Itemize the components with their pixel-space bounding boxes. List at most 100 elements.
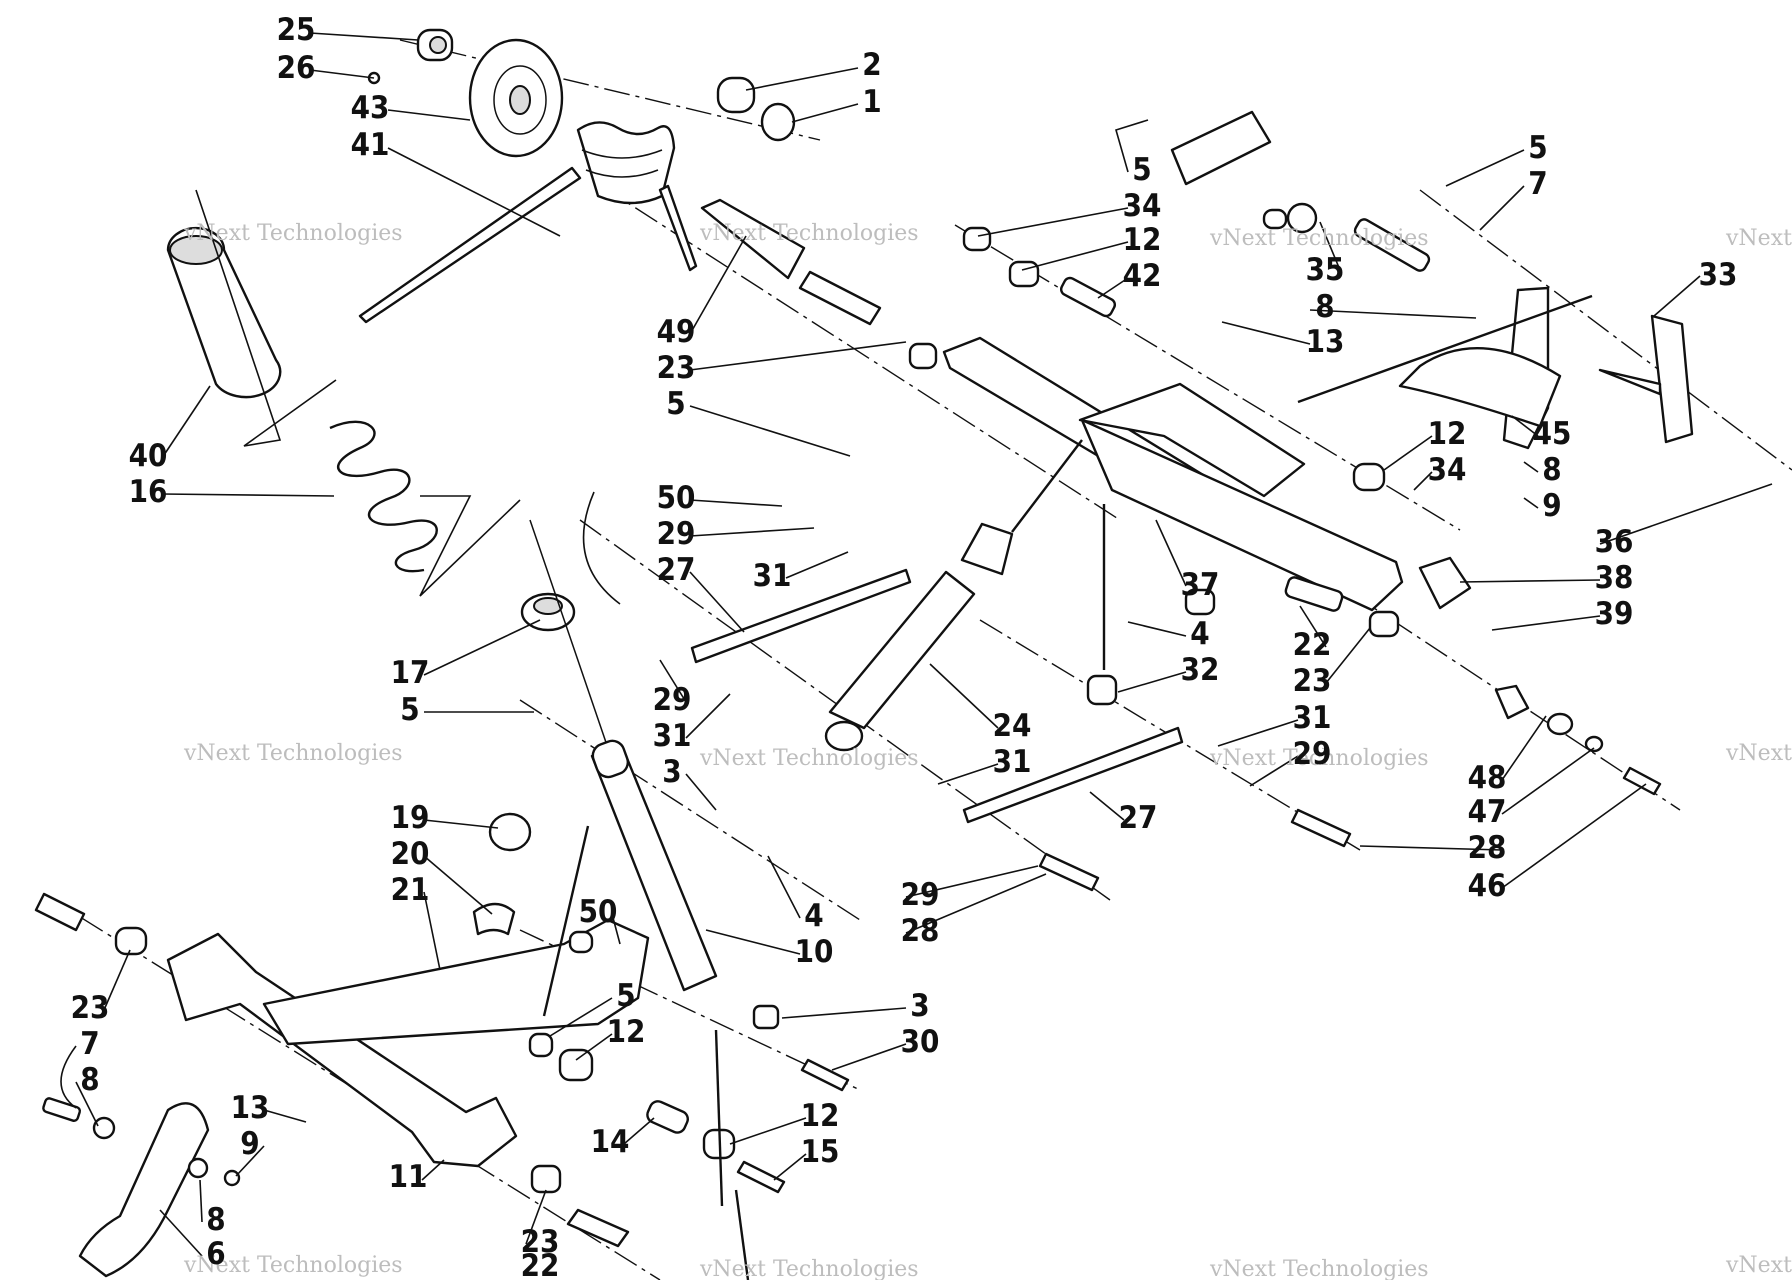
watermark-text: vNext Technologies	[1209, 746, 1429, 771]
callout-c46: 46	[1468, 868, 1507, 904]
callout-c41: 41	[351, 127, 390, 163]
spring-16	[329, 420, 438, 573]
tube-23	[114, 926, 148, 956]
callout-c3b: 3	[910, 988, 929, 1024]
callout-c28a: 28	[1468, 830, 1507, 866]
callout-c10: 10	[795, 934, 834, 970]
clip-20	[472, 902, 516, 936]
bolt-28a	[1290, 808, 1352, 848]
callout-c48: 48	[1468, 760, 1507, 796]
callout-c23a: 23	[657, 350, 696, 386]
watermark-text: vNext Technologies	[699, 1257, 919, 1280]
snap-ring-1	[760, 102, 796, 142]
sleeve-14	[646, 1100, 689, 1134]
watermarks: vNext Technologies vNext Technologies vN…	[183, 221, 1792, 1280]
callout-c43: 43	[351, 90, 390, 126]
bolt-30	[800, 1058, 850, 1092]
link-6	[78, 1102, 210, 1278]
callout-c17: 17	[391, 655, 430, 691]
bolt-28b	[1038, 852, 1100, 892]
leader-lines	[60, 32, 1773, 1257]
callout-c25: 25	[277, 12, 316, 48]
callout-c12b: 12	[1428, 416, 1467, 452]
callout-c30: 30	[901, 1024, 940, 1060]
callout-c8b: 8	[1542, 452, 1561, 488]
callout-c9b: 9	[240, 1126, 259, 1162]
callout-c16: 16	[129, 474, 168, 510]
callout-c31c: 31	[993, 744, 1032, 780]
callout-c8a: 8	[1315, 289, 1334, 325]
callout-c33: 33	[1699, 257, 1738, 293]
washer-48	[1494, 684, 1530, 720]
callout-c8d: 8	[206, 1202, 225, 1238]
assembly-arrows	[542, 294, 1593, 1280]
bolt-7	[42, 1097, 82, 1122]
callout-c38: 38	[1595, 560, 1634, 596]
watermark-text: vNext Technologies	[1209, 226, 1429, 251]
callout-c49: 49	[657, 314, 696, 350]
callout-c36: 36	[1595, 524, 1634, 560]
callout-c21: 21	[391, 872, 430, 908]
callout-c7a: 7	[1528, 166, 1547, 202]
callout-c40: 40	[129, 438, 168, 474]
front-shock-assembly	[166, 189, 718, 992]
callout-c29a: 29	[657, 516, 696, 552]
callout-c12a: 12	[1123, 222, 1162, 258]
callout-c31a: 31	[753, 558, 792, 594]
pivot-tube-49	[700, 198, 806, 280]
bolt-15	[736, 1160, 786, 1194]
callout-c22a: 22	[1293, 627, 1332, 663]
watermark-text: vNext Technologies	[1725, 741, 1792, 766]
watermark-text: vNext Technologies	[699, 221, 919, 246]
callout-c29c: 29	[1293, 736, 1332, 772]
callout-c35: 35	[1306, 252, 1345, 288]
callout-c15: 15	[801, 1134, 840, 1170]
rear-bracket-assembly	[962, 110, 1694, 796]
bearing-2	[716, 76, 756, 114]
torque-link-27b	[962, 726, 1184, 824]
callout-c5b: 5	[1528, 130, 1547, 166]
front-arm-11	[166, 932, 518, 1168]
callout-c24: 24	[993, 708, 1032, 744]
callout-c12c: 12	[607, 1014, 646, 1050]
pin-35	[1353, 218, 1431, 272]
callout-c39: 39	[1595, 596, 1634, 632]
callout-c7b: 7	[80, 1026, 99, 1062]
callout-c4a: 4	[1190, 616, 1209, 652]
callout-c5c: 5	[666, 386, 685, 422]
callout-c34a: 34	[1123, 188, 1162, 224]
callout-c27a: 27	[657, 552, 696, 588]
front-arm-assembly	[34, 892, 850, 1278]
callout-c9a: 9	[1542, 488, 1561, 524]
callout-c31b: 31	[653, 718, 692, 754]
callout-c23c: 23	[71, 990, 110, 1026]
plate-38	[1418, 556, 1472, 610]
spacer-32	[1086, 674, 1118, 706]
callout-c5a: 5	[1132, 152, 1151, 188]
callout-c13a: 13	[1306, 324, 1345, 360]
watermark-text: vNext Technologies	[183, 221, 403, 246]
callout-c26: 26	[277, 50, 316, 86]
callout-c37: 37	[1181, 567, 1220, 603]
idler-wheel-assembly	[358, 28, 882, 326]
plate-bracket	[1170, 110, 1272, 186]
callout-c20: 20	[391, 836, 430, 872]
axle-plate-45	[1398, 347, 1562, 428]
torsion-spring-41	[576, 121, 676, 205]
callout-c50a: 50	[657, 480, 696, 516]
callout-c23d: 23	[521, 1224, 560, 1260]
callout-c14: 14	[591, 1124, 630, 1160]
pin-42	[1059, 276, 1117, 318]
callout-c47: 47	[1468, 794, 1507, 830]
watermark-text: vNext Technologies	[183, 1253, 403, 1278]
callout-c6: 6	[206, 1236, 225, 1272]
callout-c12d: 12	[801, 1098, 840, 1134]
callout-c3a: 3	[662, 754, 681, 790]
callout-c2: 2	[862, 47, 881, 83]
callout-c45: 45	[1533, 416, 1572, 452]
watermark-text: vNext Technologies	[699, 746, 919, 771]
callout-c4b: 4	[804, 898, 823, 934]
watermark-text: vNext Technologies	[1725, 226, 1792, 251]
